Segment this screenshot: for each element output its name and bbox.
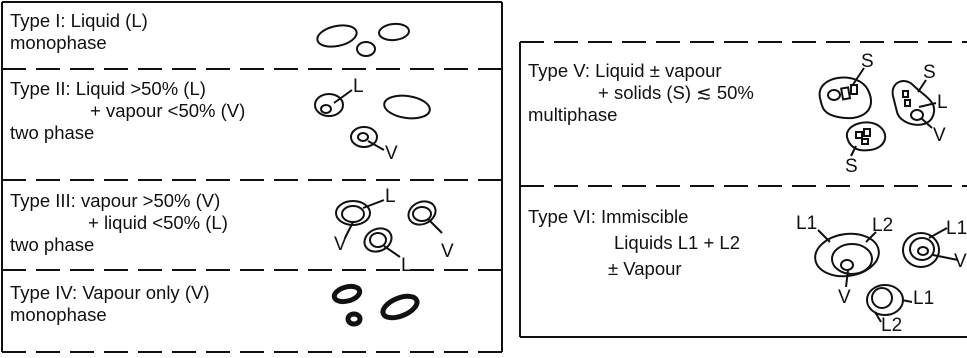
label-liquid: L: [353, 76, 364, 97]
type-2-line-3: two phase: [10, 122, 95, 143]
label-vapour: V: [954, 251, 967, 272]
type-5-description: Type V: Liquid ± vapour + solids (S) ≲ 5…: [528, 60, 754, 126]
type-1-description: Type I: Liquid (L) monophase: [10, 10, 148, 54]
type-4-line-1: Type IV: Vapour only (V): [10, 282, 210, 303]
type-3-inclusions: [335, 199, 443, 258]
type-6-line-2: Liquids L1 + L2: [614, 232, 741, 253]
type-6-description: Type VI: Immiscible Liquids L1 + L2 ± Va…: [528, 204, 740, 282]
left-panel-separators: [2, 68, 502, 353]
type-2-inclusions: [314, 89, 431, 151]
type-4-description: Type IV: Vapour only (V) monophase: [10, 282, 209, 326]
label-vapour: V: [385, 143, 398, 164]
label-liquid: L: [401, 255, 412, 276]
type-4-line-2: monophase: [10, 304, 107, 325]
type-1-line-1: Type I: Liquid (L): [10, 10, 148, 31]
type-3-description: Type III: vapour >50% (V) + liquid <50% …: [10, 190, 228, 256]
type-1-line-2: monophase: [10, 32, 107, 53]
label-vapour: V: [838, 287, 851, 308]
type-4-inclusions: [331, 283, 420, 327]
label-solid: S: [923, 62, 936, 83]
type-2-description: Type II: Liquid >50% (L) + vapour <50% (…: [10, 78, 245, 144]
label-liquid-1: L1: [796, 213, 818, 234]
label-liquid: L: [385, 186, 396, 207]
type-5-line-2: + solids (S) ≲ 50%: [598, 82, 754, 103]
type-5-line-3: multiphase: [528, 104, 618, 125]
label-vapour: V: [334, 234, 347, 255]
type-2-line-2: + vapour <50% (V): [90, 100, 246, 121]
type-5-line-1: Type V: Liquid ± vapour: [528, 60, 722, 81]
right-panel-frame: [519, 42, 967, 338]
type-3-line-2: + liquid <50% (L): [88, 212, 228, 233]
label-liquid-2: L2: [872, 215, 894, 236]
label-vapour: V: [933, 125, 946, 146]
label-liquid-1: L1: [913, 288, 935, 309]
label-solid: S: [845, 156, 858, 177]
type-3-line-1: Type III: vapour >50% (V): [10, 190, 221, 211]
type-1-inclusions: [316, 22, 410, 57]
type-3-line-3: two phase: [10, 234, 95, 255]
label-liquid: L: [937, 92, 948, 113]
label-vapour: V: [441, 241, 454, 262]
type-6-line-1: Type VI: Immiscible: [528, 206, 689, 227]
type-2-line-1: Type II: Liquid >50% (L): [10, 78, 206, 99]
type-6-inclusions: [814, 227, 959, 323]
label-solid: S: [861, 51, 874, 72]
label-liquid-1: L1: [946, 218, 967, 239]
left-panel-frame: [1, 1, 503, 352]
label-liquid-2: L2: [881, 315, 903, 336]
right-panel-separators: [520, 41, 967, 187]
type-6-line-3: ± Vapour: [608, 258, 682, 279]
type-5-inclusions: [818, 67, 937, 157]
